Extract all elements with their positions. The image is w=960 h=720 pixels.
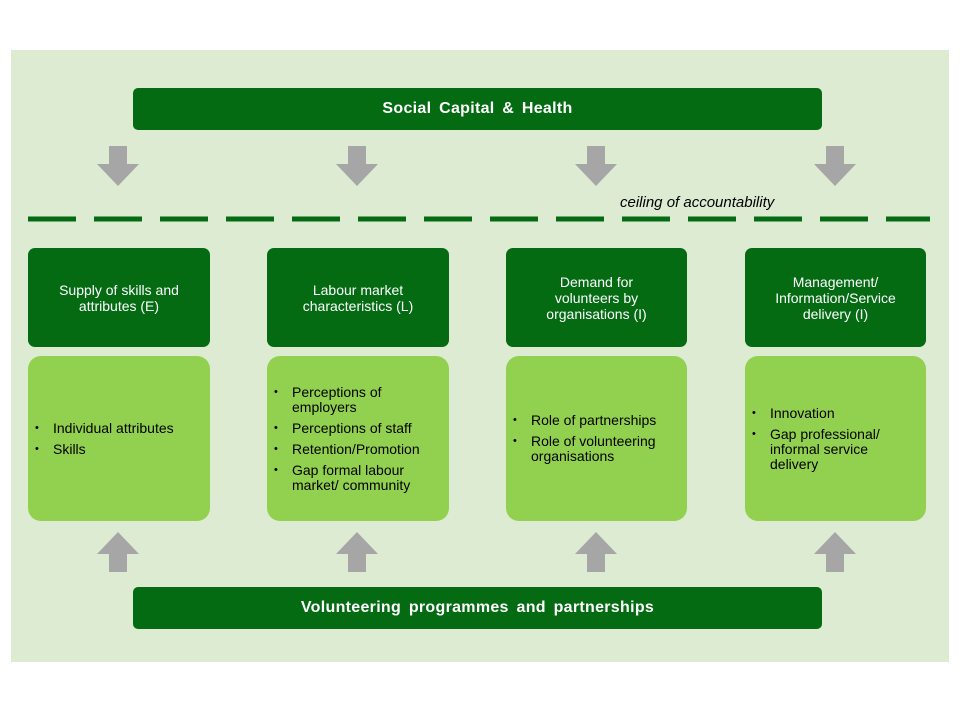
- bottom-banner-label: Volunteering programmes and partnerships: [300, 599, 655, 616]
- column-header-label: Supply of skills and attributes (E): [59, 281, 179, 314]
- bullet-list: Role of partnerships Role of volunteerin…: [512, 407, 679, 470]
- up-arrow-icon: [336, 532, 378, 572]
- up-arrow-icon: [575, 532, 617, 572]
- bullet-list: Innovation Gap professional/ informal se…: [751, 400, 918, 478]
- column-header-label: Labour market characteristics (L): [302, 281, 414, 314]
- bullet-list: Individual attributes Skills: [34, 415, 202, 463]
- list-item: Retention/Promotion: [273, 441, 441, 457]
- column-header-label: Demand for volunteers by organisations (…: [546, 273, 647, 322]
- list-item: Individual attributes: [34, 420, 202, 436]
- column-header-label: Management/ Information/Service delivery…: [775, 273, 896, 322]
- down-arrow-icon: [97, 146, 139, 186]
- bottom-banner: Volunteering programmes and partnerships: [133, 587, 822, 629]
- top-banner-label: Social Capital & Health: [382, 100, 573, 117]
- up-arrow-icon: [814, 532, 856, 572]
- list-item: Gap formal labour market/ community: [273, 462, 441, 493]
- column-card-management: Innovation Gap professional/ informal se…: [745, 356, 926, 521]
- down-arrow-icon: [575, 146, 617, 186]
- list-item: Innovation: [751, 405, 918, 421]
- bullet-list: Perceptions of employers Perceptions of …: [273, 379, 441, 499]
- list-item: Role of volunteering organisations: [512, 434, 679, 464]
- down-arrow-icon: [336, 146, 378, 186]
- column-card-demand: Role of partnerships Role of volunteerin…: [506, 356, 687, 521]
- column-header-supply: Supply of skills and attributes (E): [28, 248, 210, 347]
- list-item: Skills: [34, 441, 202, 457]
- up-arrow-icon: [97, 532, 139, 572]
- column-header-labour-market: Labour market characteristics (L): [267, 248, 449, 347]
- ceiling-label: ceiling of accountability: [620, 194, 775, 211]
- column-header-management: Management/ Information/Service delivery…: [745, 248, 926, 347]
- list-item: Perceptions of staff: [273, 420, 441, 436]
- column-card-supply: Individual attributes Skills: [28, 356, 210, 521]
- top-banner: Social Capital & Health: [133, 88, 822, 130]
- list-item: Gap professional/ informal service deliv…: [751, 426, 918, 472]
- column-card-labour-market: Perceptions of employers Perceptions of …: [267, 356, 449, 521]
- down-arrow-icon: [814, 146, 856, 186]
- ceiling-dashed-line: [28, 216, 930, 222]
- column-header-demand: Demand for volunteers by organisations (…: [506, 248, 687, 347]
- list-item: Perceptions of employers: [273, 384, 441, 415]
- list-item: Role of partnerships: [512, 413, 679, 429]
